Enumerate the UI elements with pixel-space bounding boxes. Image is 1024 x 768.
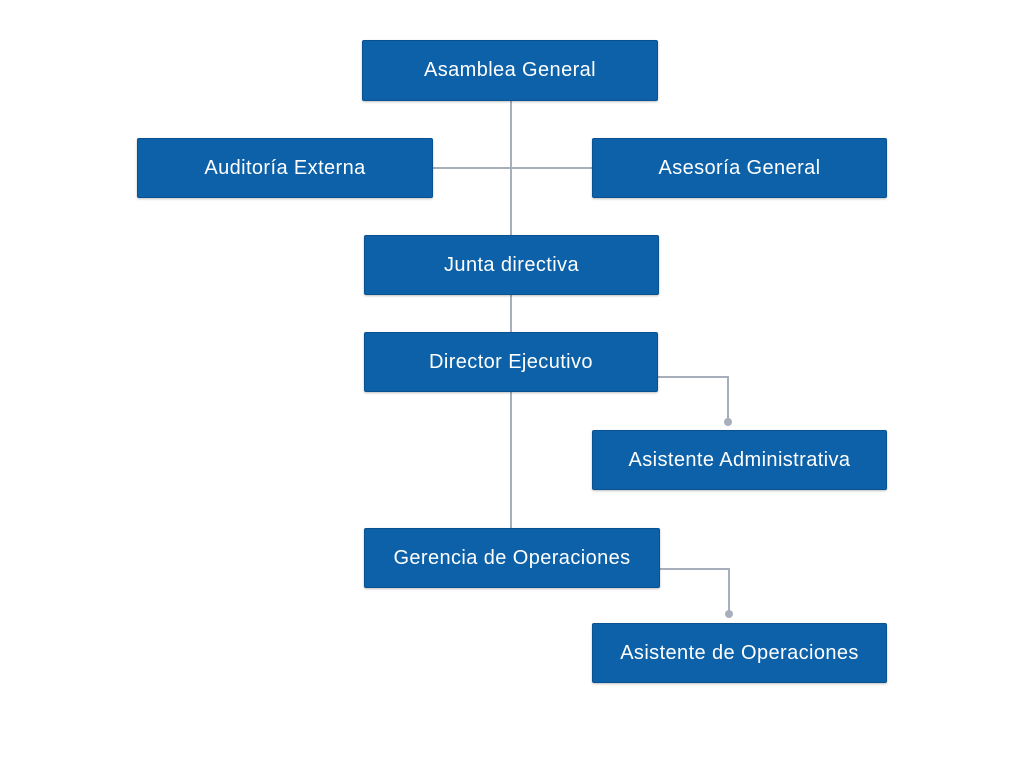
node-label: Asistente de Operaciones: [620, 641, 859, 664]
node-asistente-administrativa: Asistente Administrativa: [592, 430, 887, 490]
node-asistente-operaciones: Asistente de Operaciones: [592, 623, 887, 683]
node-gerencia-operaciones: Gerencia de Operaciones: [364, 528, 660, 588]
node-label: Junta directiva: [444, 253, 579, 276]
node-label: Auditoría Externa: [204, 156, 366, 179]
node-label: Director Ejecutivo: [429, 350, 593, 373]
node-asamblea-general: Asamblea General: [362, 40, 658, 101]
node-label: Asesoría General: [658, 156, 821, 179]
node-label: Asistente Administrativa: [628, 448, 851, 471]
node-asesoria-general: Asesoría General: [592, 138, 887, 198]
node-label: Gerencia de Operaciones: [393, 546, 631, 569]
connector-director-to-asistente-administrativa: [657, 376, 729, 422]
node-label: Asamblea General: [423, 59, 597, 81]
connector-gerencia-to-asistente-operaciones: [659, 568, 730, 614]
node-auditoria-externa: Auditoría Externa: [137, 138, 433, 198]
connector-dot-asistente-administrativa: [724, 418, 732, 426]
node-junta-directiva: Junta directiva: [364, 235, 659, 295]
connector-dot-asistente-operaciones: [725, 610, 733, 618]
node-director-ejecutivo: Director Ejecutivo: [364, 332, 658, 392]
